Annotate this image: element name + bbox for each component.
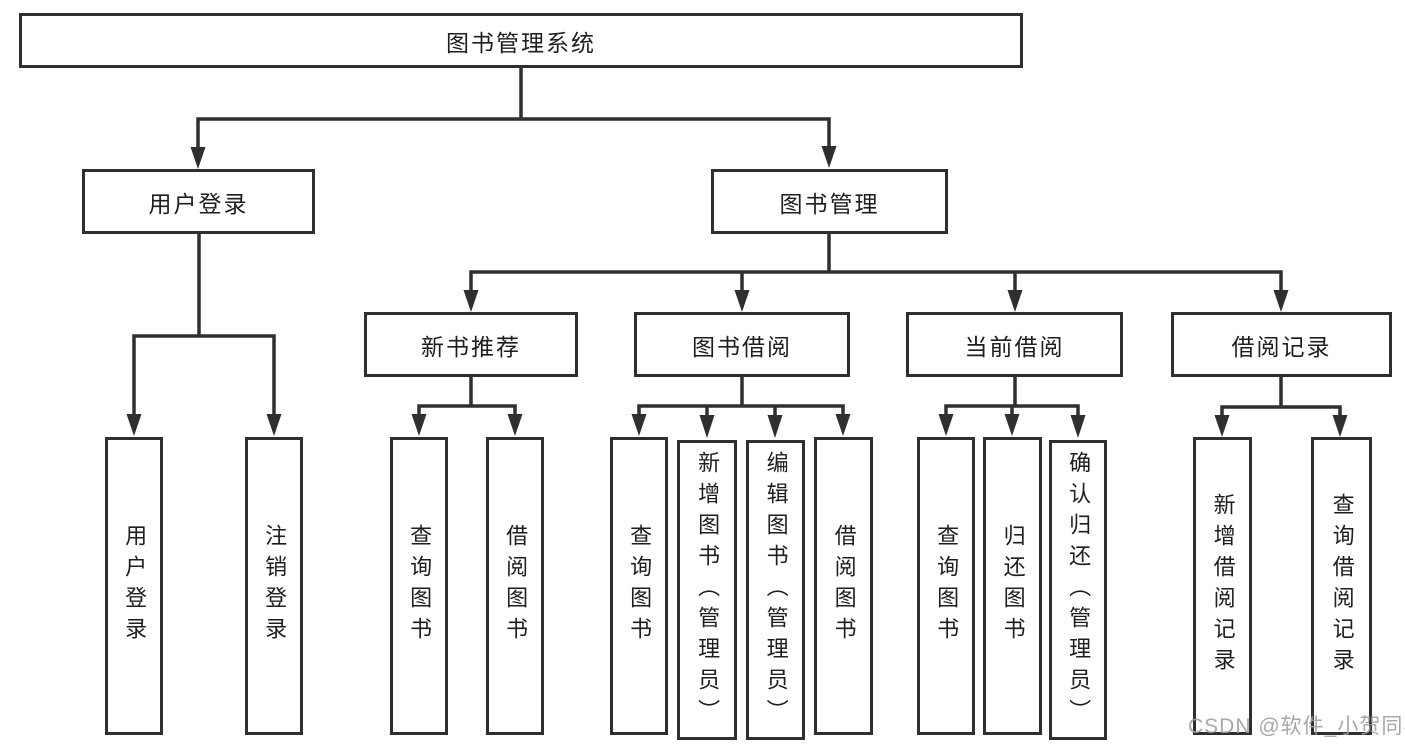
- node-label: 用户登录: [122, 524, 148, 648]
- leaf-confirm-return-admin: 确认归还（管理员）: [1049, 440, 1107, 740]
- leaf-query-books-borrowing: 查询图书: [610, 437, 668, 735]
- leaf-user-login: 用户登录: [105, 437, 163, 735]
- node-label: 确认归还（管理员）: [1066, 450, 1092, 730]
- node-label: 借阅记录: [1231, 333, 1332, 360]
- node-book-borrowing: 图书借阅: [634, 312, 850, 377]
- leaf-query-books-recommendation: 查询图书: [390, 437, 448, 735]
- node-label: 图书借阅: [692, 333, 792, 360]
- node-label: 新增图书（管理员）: [695, 450, 721, 730]
- node-label: 查询图书: [627, 524, 653, 648]
- leaf-return-books: 归还图书: [983, 437, 1042, 735]
- csdn-watermark: CSDN @软件_小贺同学: [1188, 715, 1405, 738]
- leaf-query-books-current: 查询图书: [917, 437, 975, 735]
- node-label: 编辑图书（管理员）: [763, 450, 789, 730]
- node-label: 用户登录: [148, 190, 249, 217]
- node-label: 查询图书: [407, 524, 433, 648]
- node-label: 查询借阅记录: [1329, 493, 1355, 679]
- leaf-add-books-admin: 新增图书（管理员）: [677, 440, 737, 740]
- node-label: 新增借阅记录: [1210, 493, 1236, 679]
- node-label: 注销登录: [262, 524, 288, 648]
- node-label: 图书管理系统: [446, 29, 596, 56]
- node-borrowing-records: 借阅记录: [1171, 312, 1392, 377]
- leaf-logout: 注销登录: [245, 437, 303, 735]
- node-label: 借阅图书: [503, 524, 529, 648]
- node-label: 图书管理: [779, 190, 880, 217]
- node-label: 借阅图书: [831, 524, 857, 648]
- node-label: 归还图书: [1000, 524, 1026, 648]
- leaf-edit-books-admin: 编辑图书（管理员）: [746, 440, 805, 740]
- node-new-book-recommendation: 新书推荐: [364, 312, 578, 377]
- node-user-login: 用户登录: [82, 169, 315, 234]
- leaf-add-borrowing-record: 新增借阅记录: [1193, 437, 1252, 735]
- leaf-query-borrowing-record: 查询借阅记录: [1311, 437, 1372, 735]
- node-library-management-system: 图书管理系统: [19, 13, 1023, 68]
- node-label: 当前借阅: [964, 333, 1065, 360]
- node-current-borrowing: 当前借阅: [906, 312, 1123, 377]
- node-label: 查询图书: [934, 524, 960, 648]
- node-book-management: 图书管理: [711, 169, 948, 234]
- node-label: 新书推荐: [421, 333, 521, 360]
- leaf-borrow-books-recommendation: 借阅图书: [486, 437, 544, 735]
- leaf-borrow-books-borrowing: 借阅图书: [814, 437, 873, 735]
